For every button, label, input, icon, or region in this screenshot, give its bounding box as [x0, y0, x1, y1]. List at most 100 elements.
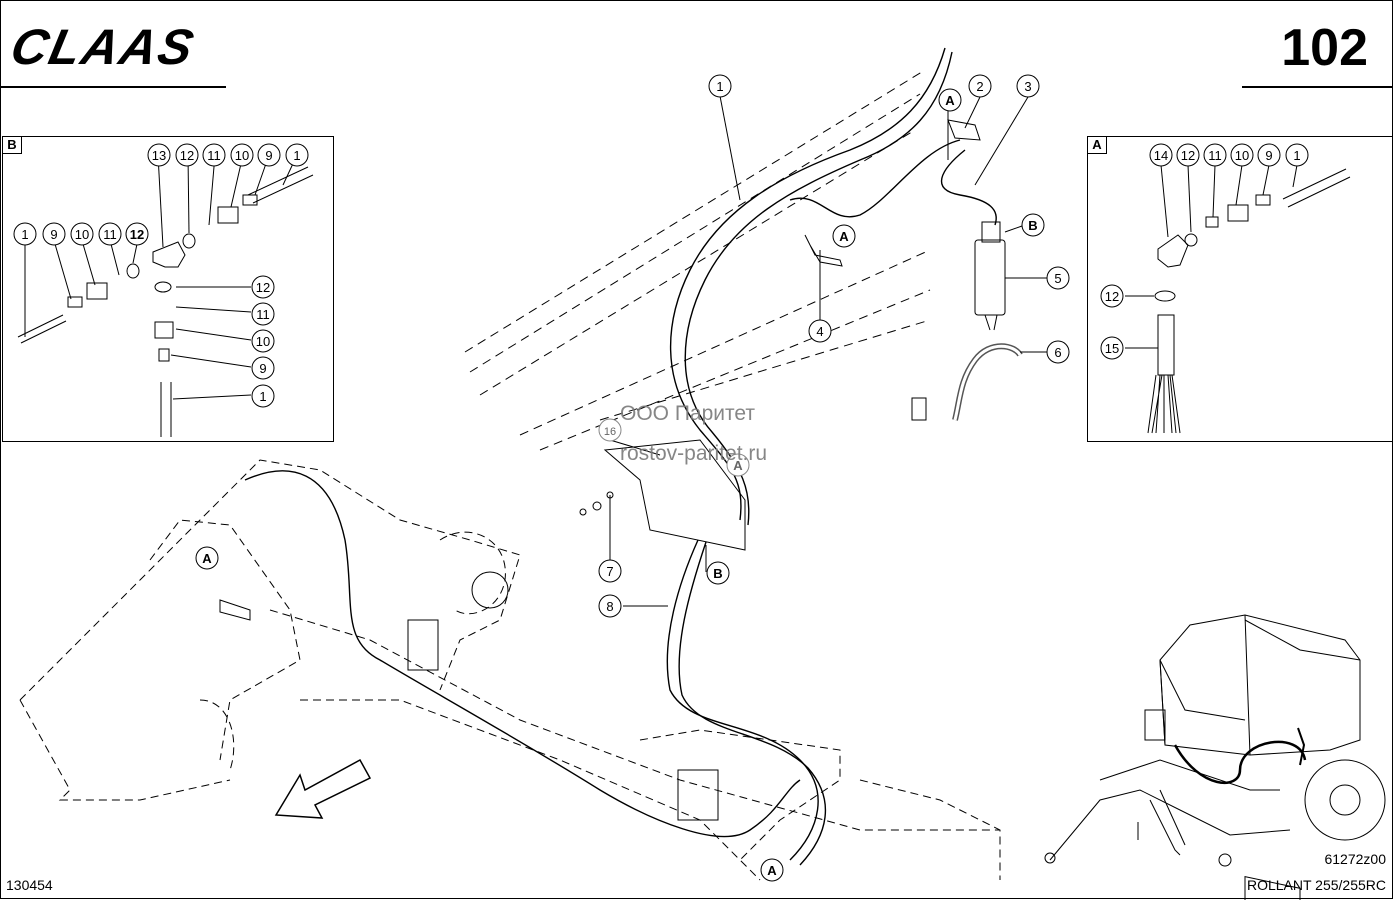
marker-a-bracket: A — [832, 224, 856, 248]
svg-text:6: 6 — [1054, 345, 1061, 360]
drawing-id: 130454 — [6, 877, 53, 893]
b-callout-1-left: 1 — [13, 222, 37, 246]
svg-text:15: 15 — [1105, 341, 1119, 356]
inset-b-callouts: 13 12 11 10 9 1 1 9 10 11 12 12 11 10 9 … — [13, 143, 309, 408]
detail-markers: A A B A B A A — [195, 88, 1045, 882]
a-callout-15: 15 — [1100, 336, 1124, 360]
header-rule-left — [0, 86, 226, 88]
svg-text:1: 1 — [716, 79, 723, 94]
b-callout-12-right: 12 — [251, 275, 275, 299]
baler-thumbnail — [1044, 614, 1386, 900]
svg-text:A: A — [839, 229, 849, 244]
marker-b-lower: B — [706, 561, 730, 585]
marker-a-bottom: A — [760, 858, 784, 882]
marker-a-left: A — [195, 546, 219, 570]
svg-text:B: B — [1028, 218, 1037, 233]
marker-a-mid: A — [726, 453, 750, 477]
svg-text:16: 16 — [604, 426, 616, 438]
svg-text:11: 11 — [103, 227, 117, 242]
inset-detail-a: A 14 12 11 10 9 1 12 — [1087, 136, 1393, 442]
svg-text:11: 11 — [1208, 148, 1222, 163]
marker-a-top: A — [938, 88, 962, 112]
svg-text:10: 10 — [75, 227, 89, 242]
svg-text:14: 14 — [1154, 148, 1168, 163]
machine-parts-solid — [219, 571, 719, 821]
watermark-website: rostov-paritet.ru — [620, 442, 768, 465]
svg-text:1: 1 — [259, 389, 266, 404]
svg-text:3: 3 — [1024, 79, 1031, 94]
b-callout-12-left: 12 — [125, 222, 149, 246]
b-callout-11-right: 11 — [251, 302, 275, 326]
callout-16: 16 — [598, 418, 622, 442]
callout-3: 3 — [1016, 74, 1040, 98]
main-callouts: 1 2 3 4 5 6 7 8 16 — [598, 74, 1070, 618]
a-callout-1: 1 — [1285, 143, 1309, 167]
svg-text:4: 4 — [816, 324, 823, 339]
a-callout-14: 14 — [1149, 143, 1173, 167]
callout-6: 6 — [1046, 340, 1070, 364]
callout-7: 7 — [598, 559, 622, 583]
hose-lines — [244, 47, 997, 866]
svg-text:8: 8 — [606, 599, 613, 614]
svg-text:A: A — [733, 458, 743, 473]
inset-a-drawing: 14 12 11 10 9 1 12 15 — [1100, 143, 1351, 434]
svg-text:12: 12 — [1181, 148, 1195, 163]
callout-8: 8 — [598, 594, 622, 618]
svg-text:9: 9 — [259, 361, 266, 376]
page-number: 102 — [1281, 19, 1368, 77]
b-callout-10-right: 10 — [251, 329, 275, 353]
svg-text:9: 9 — [1265, 148, 1272, 163]
svg-text:9: 9 — [50, 227, 57, 242]
header-rule-right — [1242, 86, 1393, 88]
callout-4: 4 — [808, 319, 832, 343]
svg-text:A: A — [945, 93, 955, 108]
b-callout-13: 13 — [147, 143, 171, 167]
svg-text:10: 10 — [256, 334, 270, 349]
marker-b-filter: B — [1021, 213, 1045, 237]
a-callout-12-left: 12 — [1100, 284, 1124, 308]
model-name: ROLLANT 255/255RC — [1246, 877, 1386, 893]
b-callout-10-left: 10 — [70, 222, 94, 246]
a-callout-10: 10 — [1230, 143, 1254, 167]
inset-a-tag: A — [1088, 137, 1107, 154]
travel-direction-arrow — [274, 758, 372, 819]
b-callout-9-right: 9 — [251, 356, 275, 380]
inset-b-drawing: 13 12 11 10 9 1 1 9 10 11 12 12 11 10 9 … — [13, 143, 314, 437]
svg-text:7: 7 — [606, 564, 613, 579]
b-callout-10: 10 — [230, 143, 254, 167]
svg-text:12: 12 — [256, 280, 270, 295]
b-callout-1: 1 — [285, 143, 309, 167]
watermark-company: ООО Паритет — [620, 402, 756, 425]
a-callout-12: 12 — [1176, 143, 1200, 167]
a-callout-11: 11 — [1203, 143, 1227, 167]
b-callout-9-left: 9 — [42, 222, 66, 246]
svg-text:12: 12 — [180, 148, 194, 163]
b-callout-9: 9 — [257, 143, 281, 167]
callout-5: 5 — [1046, 266, 1070, 290]
callout-1: 1 — [708, 74, 732, 98]
inset-detail-b: B — [2, 136, 334, 442]
machine-outline-upper — [464, 69, 931, 451]
svg-text:5: 5 — [1054, 271, 1061, 286]
inset-b-tag: B — [3, 137, 22, 154]
svg-text:10: 10 — [1235, 148, 1249, 163]
svg-text:2: 2 — [976, 79, 983, 94]
svg-text:1: 1 — [1293, 148, 1300, 163]
b-callout-12: 12 — [175, 143, 199, 167]
svg-text:11: 11 — [207, 148, 221, 163]
b-callout-11-left: 11 — [98, 222, 122, 246]
machine-outline-lower — [19, 459, 1001, 881]
b-callout-1-right: 1 — [251, 384, 275, 408]
svg-text:B: B — [713, 566, 722, 581]
svg-text:9: 9 — [265, 148, 272, 163]
svg-text:A: A — [767, 863, 777, 878]
filter-assembly — [911, 221, 1023, 421]
a-callout-9: 9 — [1257, 143, 1281, 167]
b-callout-11: 11 — [202, 143, 226, 167]
svg-text:12: 12 — [130, 227, 144, 242]
leader-lines — [609, 95, 1047, 607]
svg-text:13: 13 — [152, 148, 166, 163]
svg-text:A: A — [202, 551, 212, 566]
